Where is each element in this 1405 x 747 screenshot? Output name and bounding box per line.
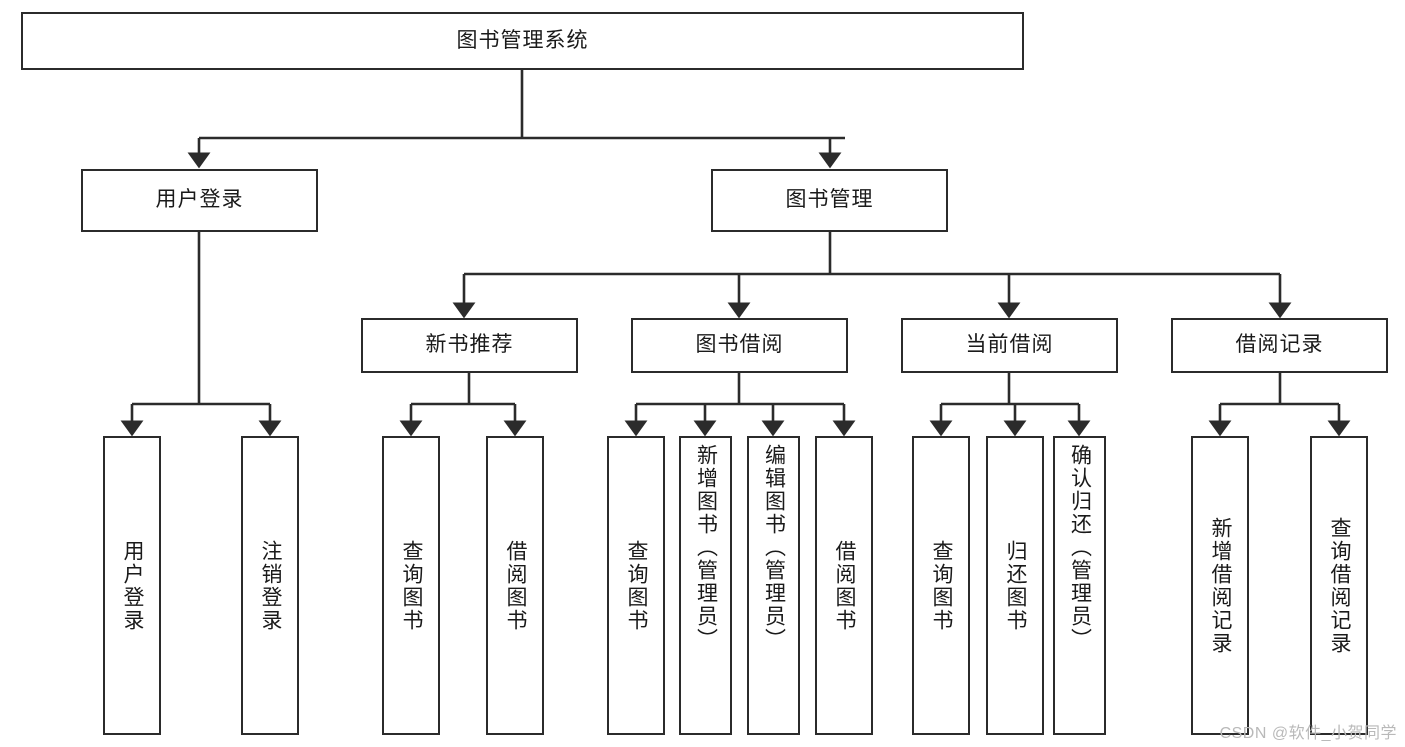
leaf-confirm-return-label: 确认归还（管理员） (1068, 444, 1092, 651)
node-current-borrow[interactable]: 当前借阅 (901, 318, 1118, 373)
node-user-login[interactable]: 用户登录 (81, 169, 318, 232)
leaf-add-record-label: 新增借阅记录 (1209, 516, 1233, 655)
node-root[interactable]: 图书管理系统 (21, 12, 1024, 70)
node-borrow-record-label: 借阅记录 (1235, 333, 1324, 357)
node-user-login-label: 用户登录 (155, 188, 244, 212)
node-new-book-recommend-label: 新书推荐 (425, 333, 514, 357)
node-book-borrow[interactable]: 图书借阅 (631, 318, 848, 373)
leaf-query-book-3-label: 查询图书 (930, 539, 954, 632)
csdn-watermark: CSDN @软件_小贺同学 (1219, 725, 1397, 742)
leaf-query-book-2[interactable]: 查询图书 (607, 436, 665, 735)
node-new-book-recommend[interactable]: 新书推荐 (361, 318, 578, 373)
leaf-logout[interactable]: 注销登录 (241, 436, 299, 735)
leaf-add-book[interactable]: 新增图书（管理员） (679, 436, 732, 735)
leaf-logout-label: 注销登录 (259, 539, 283, 632)
leaf-borrow-book-2[interactable]: 借阅图书 (815, 436, 873, 735)
leaf-user-login[interactable]: 用户登录 (103, 436, 161, 735)
node-book-manage-label: 图书管理 (785, 188, 874, 212)
leaf-edit-book-label: 编辑图书（管理员） (762, 444, 786, 651)
node-root-label: 图书管理系统 (456, 28, 589, 52)
leaf-query-book-3[interactable]: 查询图书 (912, 436, 970, 735)
node-borrow-record[interactable]: 借阅记录 (1171, 318, 1388, 373)
node-current-borrow-label: 当前借阅 (965, 333, 1054, 357)
leaf-query-book-1-label: 查询图书 (400, 539, 424, 632)
leaf-borrow-book-1[interactable]: 借阅图书 (486, 436, 544, 735)
node-book-manage[interactable]: 图书管理 (711, 169, 948, 232)
leaf-query-book-2-label: 查询图书 (625, 539, 649, 632)
leaf-add-record[interactable]: 新增借阅记录 (1191, 436, 1249, 735)
leaf-add-book-label: 新增图书（管理员） (694, 444, 718, 651)
leaf-borrow-book-2-label: 借阅图书 (833, 539, 857, 632)
node-book-borrow-label: 图书借阅 (695, 333, 784, 357)
leaf-confirm-return[interactable]: 确认归还（管理员） (1053, 436, 1106, 735)
leaf-user-login-label: 用户登录 (121, 539, 145, 632)
leaf-edit-book[interactable]: 编辑图书（管理员） (747, 436, 800, 735)
leaf-borrow-book-1-label: 借阅图书 (504, 539, 528, 632)
leaf-query-book-1[interactable]: 查询图书 (382, 436, 440, 735)
leaf-query-record-label: 查询借阅记录 (1328, 516, 1352, 655)
leaf-return-book-label: 归还图书 (1004, 539, 1028, 632)
leaf-return-book[interactable]: 归还图书 (986, 436, 1044, 735)
leaf-query-record[interactable]: 查询借阅记录 (1310, 436, 1368, 735)
